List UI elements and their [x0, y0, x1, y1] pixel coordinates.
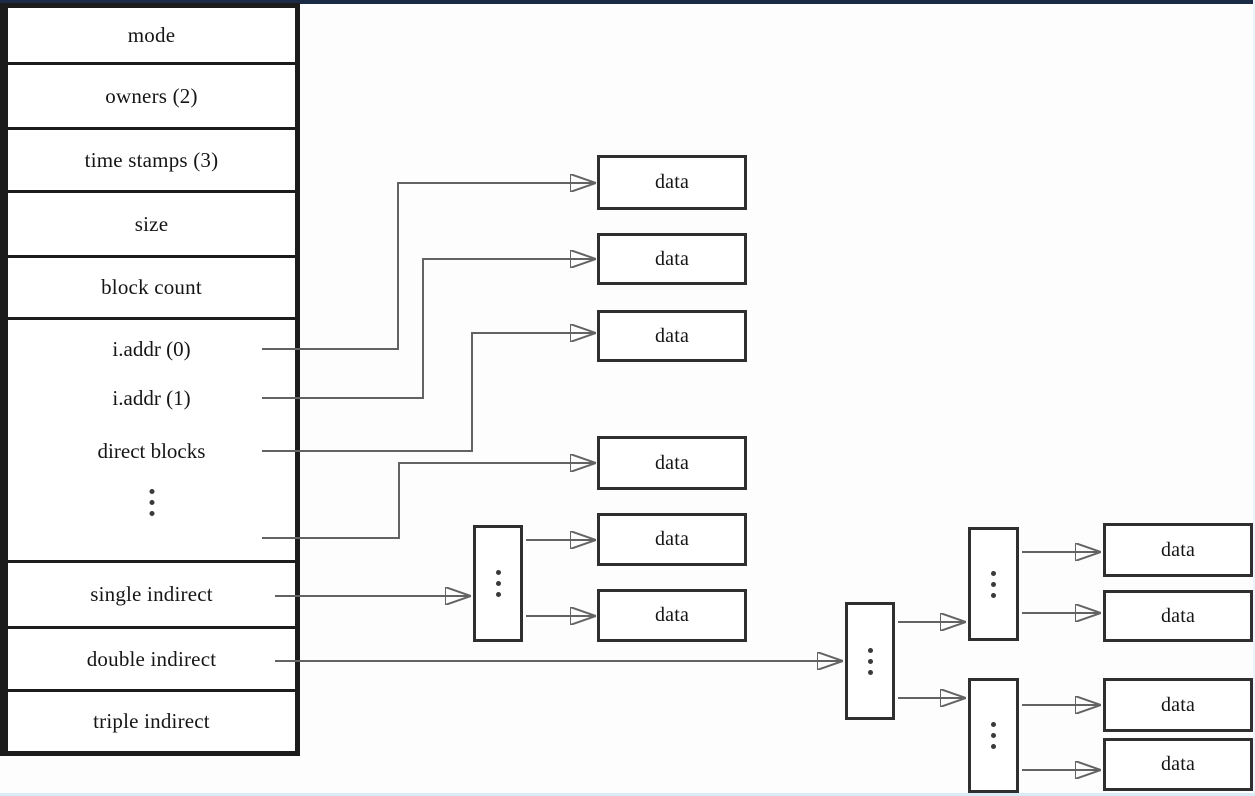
vertical-ellipsis-icon	[495, 567, 501, 600]
double-indirect-block-l2-top	[968, 527, 1019, 641]
connector-iaddr0-to-data1	[262, 183, 595, 350]
data-block-label: data	[1160, 604, 1196, 627]
vertical-ellipsis-icon	[991, 719, 996, 752]
data-block: data	[597, 310, 747, 362]
data-block: data	[1103, 738, 1253, 791]
inode-row-label: owners (2)	[105, 83, 198, 108]
connector-iaddr1-to-data2	[262, 259, 595, 399]
inode-row-label: size	[134, 211, 169, 236]
inode-row-size: size	[8, 193, 295, 258]
data-block-label: data	[654, 451, 690, 474]
data-block-label: data	[1160, 693, 1196, 716]
connector-directblocks-to-data3	[262, 333, 595, 452]
vertical-ellipsis-icon	[149, 486, 154, 519]
double-indirect-block-l1	[845, 602, 895, 720]
data-block: data	[597, 436, 747, 490]
single-indirect-block	[473, 525, 523, 642]
data-block: data	[1103, 678, 1253, 732]
inode-row-label: single indirect	[90, 582, 213, 606]
data-block: data	[597, 233, 747, 285]
data-block: data	[1103, 523, 1253, 577]
right-edge-strip	[1253, 0, 1255, 796]
inode-row-triple-indirect: triple indirect	[8, 692, 295, 751]
inode-row-label: triple indirect	[93, 709, 210, 733]
inode-row-single-indirect: single indirect	[8, 563, 295, 629]
data-block: data	[597, 513, 747, 566]
top-edge-strip	[0, 0, 1255, 4]
data-block-label: data	[654, 171, 690, 193]
double-indirect-block-l2-bottom	[968, 678, 1019, 793]
data-block: data	[597, 589, 747, 642]
pointer-entry-iaddr1: i.addr (1)	[112, 386, 191, 410]
inode-row-blockcount: block count	[8, 258, 295, 320]
vertical-ellipsis-icon	[991, 568, 996, 601]
inode-table: mode owners (2) time stamps (3) size blo…	[0, 3, 300, 756]
data-block-label: data	[654, 247, 690, 270]
inode-row-label: time stamps (3)	[84, 147, 219, 172]
pointer-entry-directblocks: direct blocks	[97, 439, 206, 463]
data-block-label: data	[654, 324, 690, 347]
data-block-label: data	[1160, 753, 1196, 775]
inode-row-timestamps: time stamps (3)	[8, 130, 295, 193]
data-block: data	[597, 155, 747, 210]
data-block-label: data	[1160, 538, 1196, 561]
data-block: data	[1103, 590, 1253, 642]
bottom-edge-strip	[0, 793, 1255, 796]
inode-row-double-indirect: double indirect	[8, 629, 295, 692]
inode-row-owners: owners (2)	[8, 65, 295, 130]
inode-row-label: double indirect	[86, 646, 217, 671]
pointer-entry-iaddr0: i.addr (0)	[112, 337, 191, 361]
data-block-label: data	[654, 528, 690, 550]
inode-row-mode: mode	[8, 8, 295, 65]
inode-row-label: mode	[127, 22, 176, 47]
data-block-label: data	[654, 604, 690, 626]
connector-lastdirect-to-data4	[262, 463, 595, 539]
inode-pointer-cell: i.addr (0) i.addr (1) direct blocks	[8, 320, 295, 563]
vertical-ellipsis-icon	[867, 645, 873, 678]
inode-row-label: block count	[101, 275, 202, 299]
